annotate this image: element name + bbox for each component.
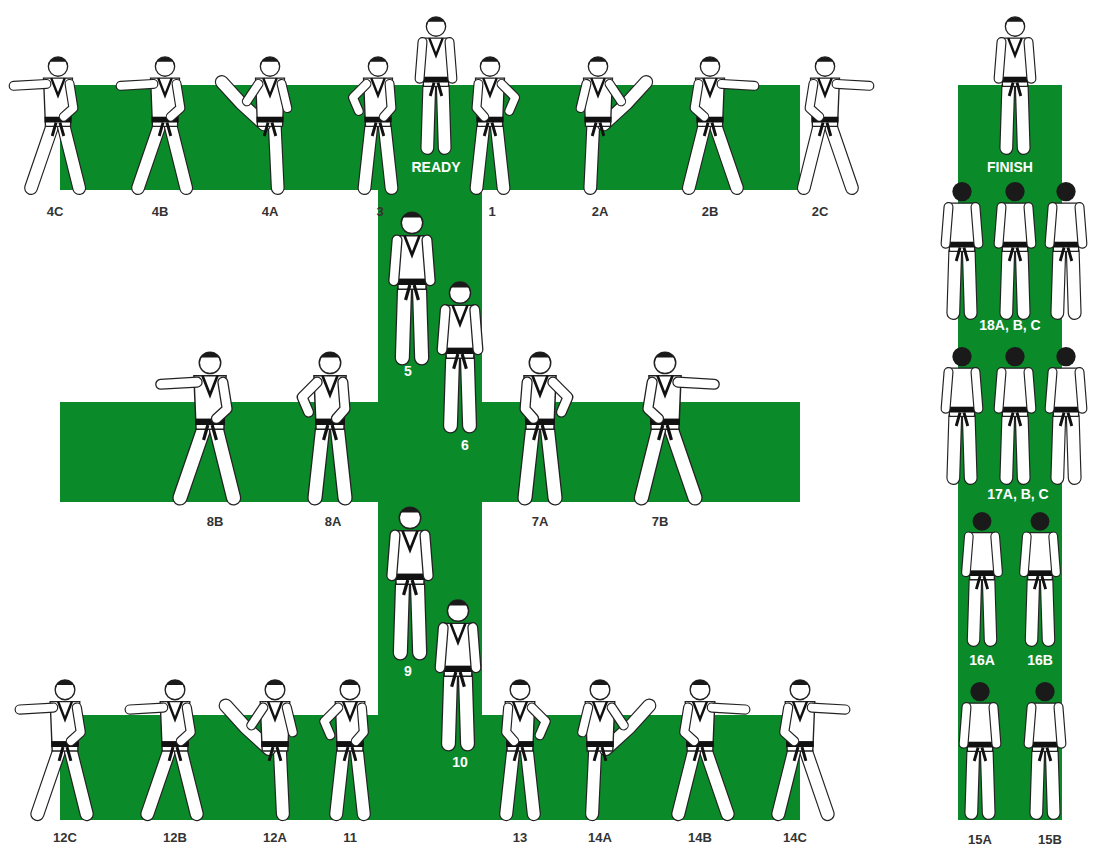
green-band	[60, 85, 800, 820]
step-number: 4C	[47, 205, 64, 219]
step-number: 8A	[325, 515, 342, 529]
step-number: 16A	[969, 653, 995, 668]
band-title: READY	[411, 160, 460, 175]
step-number: 4A	[262, 205, 279, 219]
step-number: 12B	[163, 831, 187, 845]
step-number: 16B	[1027, 653, 1053, 668]
step-number: 2A	[592, 205, 609, 219]
step-number: 5	[404, 364, 412, 379]
figure	[20, 680, 87, 814]
step-number: 15A	[968, 833, 992, 847]
mat-band: FINISH 18A, B, C 17A, B, C 16A 16B	[958, 85, 1062, 820]
figure	[14, 57, 80, 188]
step-number: 8B	[207, 515, 224, 529]
figure	[778, 680, 845, 814]
mat-band: READY 5 6 9 10	[60, 85, 800, 820]
green-band	[958, 85, 1062, 820]
step-number: 11	[343, 831, 357, 845]
step-number: 7B	[652, 515, 669, 529]
step-number: 2C	[812, 205, 829, 219]
band-title: FINISH	[987, 160, 1033, 175]
step-number: 14B	[688, 831, 712, 845]
step-number: 6	[461, 438, 469, 453]
step-number: 10	[452, 755, 468, 770]
step-number: 9	[404, 664, 412, 679]
step-number: 14A	[588, 831, 612, 845]
step-number: 12A	[263, 831, 287, 845]
step-number: 12C	[53, 831, 77, 845]
step-number: 13	[513, 831, 527, 845]
step-number: 1	[488, 205, 495, 219]
step-number: 18A, B, C	[979, 318, 1040, 333]
step-number: 4B	[152, 205, 169, 219]
figure	[804, 57, 870, 188]
step-number: 15B	[1038, 833, 1062, 847]
step-number: 17A, B, C	[987, 487, 1048, 502]
step-number: 14C	[783, 831, 807, 845]
step-number: 3	[376, 205, 383, 219]
step-number: 2B	[702, 205, 719, 219]
step-number: 7A	[532, 515, 549, 529]
